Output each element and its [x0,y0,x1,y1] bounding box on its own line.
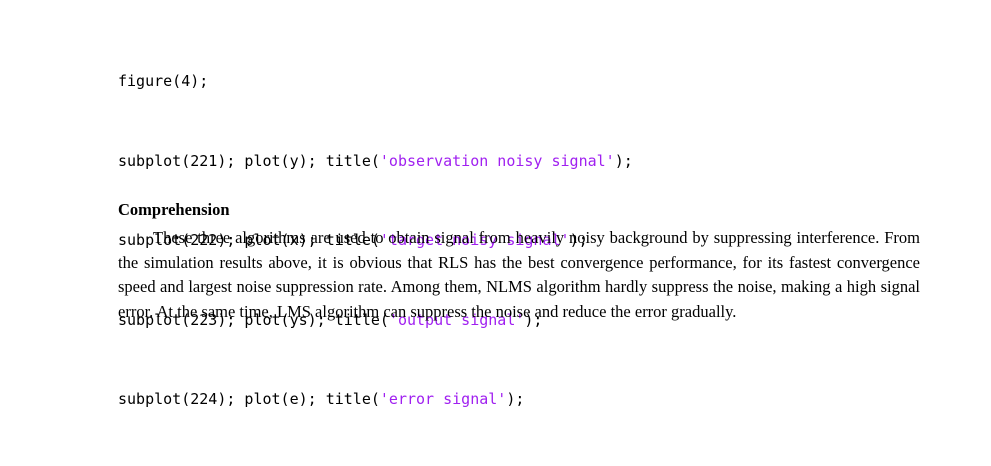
code-string: 'target noisy signal' [379,231,570,249]
code-text: figure(4); [118,72,209,90]
code-line-subplot-221: subplot(221); plot(y); title('observatio… [118,148,633,175]
code-string: 'error signal' [379,390,507,408]
code-text: ); [569,231,588,249]
code-line-subplot-222: subplot(222); plot(x); title('target noi… [118,227,633,254]
code-line-subplot-224: subplot(224); plot(e); title('error sign… [118,386,633,413]
code-text: ); [614,151,633,170]
code-text: subplot(221); plot(y); title( [118,151,380,170]
code-text: subplot(224); plot(e); title( [118,390,380,408]
section-heading: Comprehension [118,200,230,219]
code-text: ); [506,390,525,408]
section-paragraph: These three algorithms are used to obtai… [118,228,920,321]
code-text: subplot(223); plot(ys); title( [118,310,389,329]
matlab-code-block: figure(4); subplot(221); plot(y); title(… [118,15,633,466]
document-page: figure(4); subplot(221); plot(y); title(… [118,72,920,408]
code-string: 'output signal' [388,310,525,329]
code-text: subplot(222); plot(x); title( [118,231,380,249]
code-text: ); [524,310,543,329]
code-line-figure: figure(4); [118,68,633,95]
code-string: 'observation noisy signal' [379,151,615,170]
code-line-subplot-223: subplot(223); plot(ys); title('output si… [118,307,633,334]
